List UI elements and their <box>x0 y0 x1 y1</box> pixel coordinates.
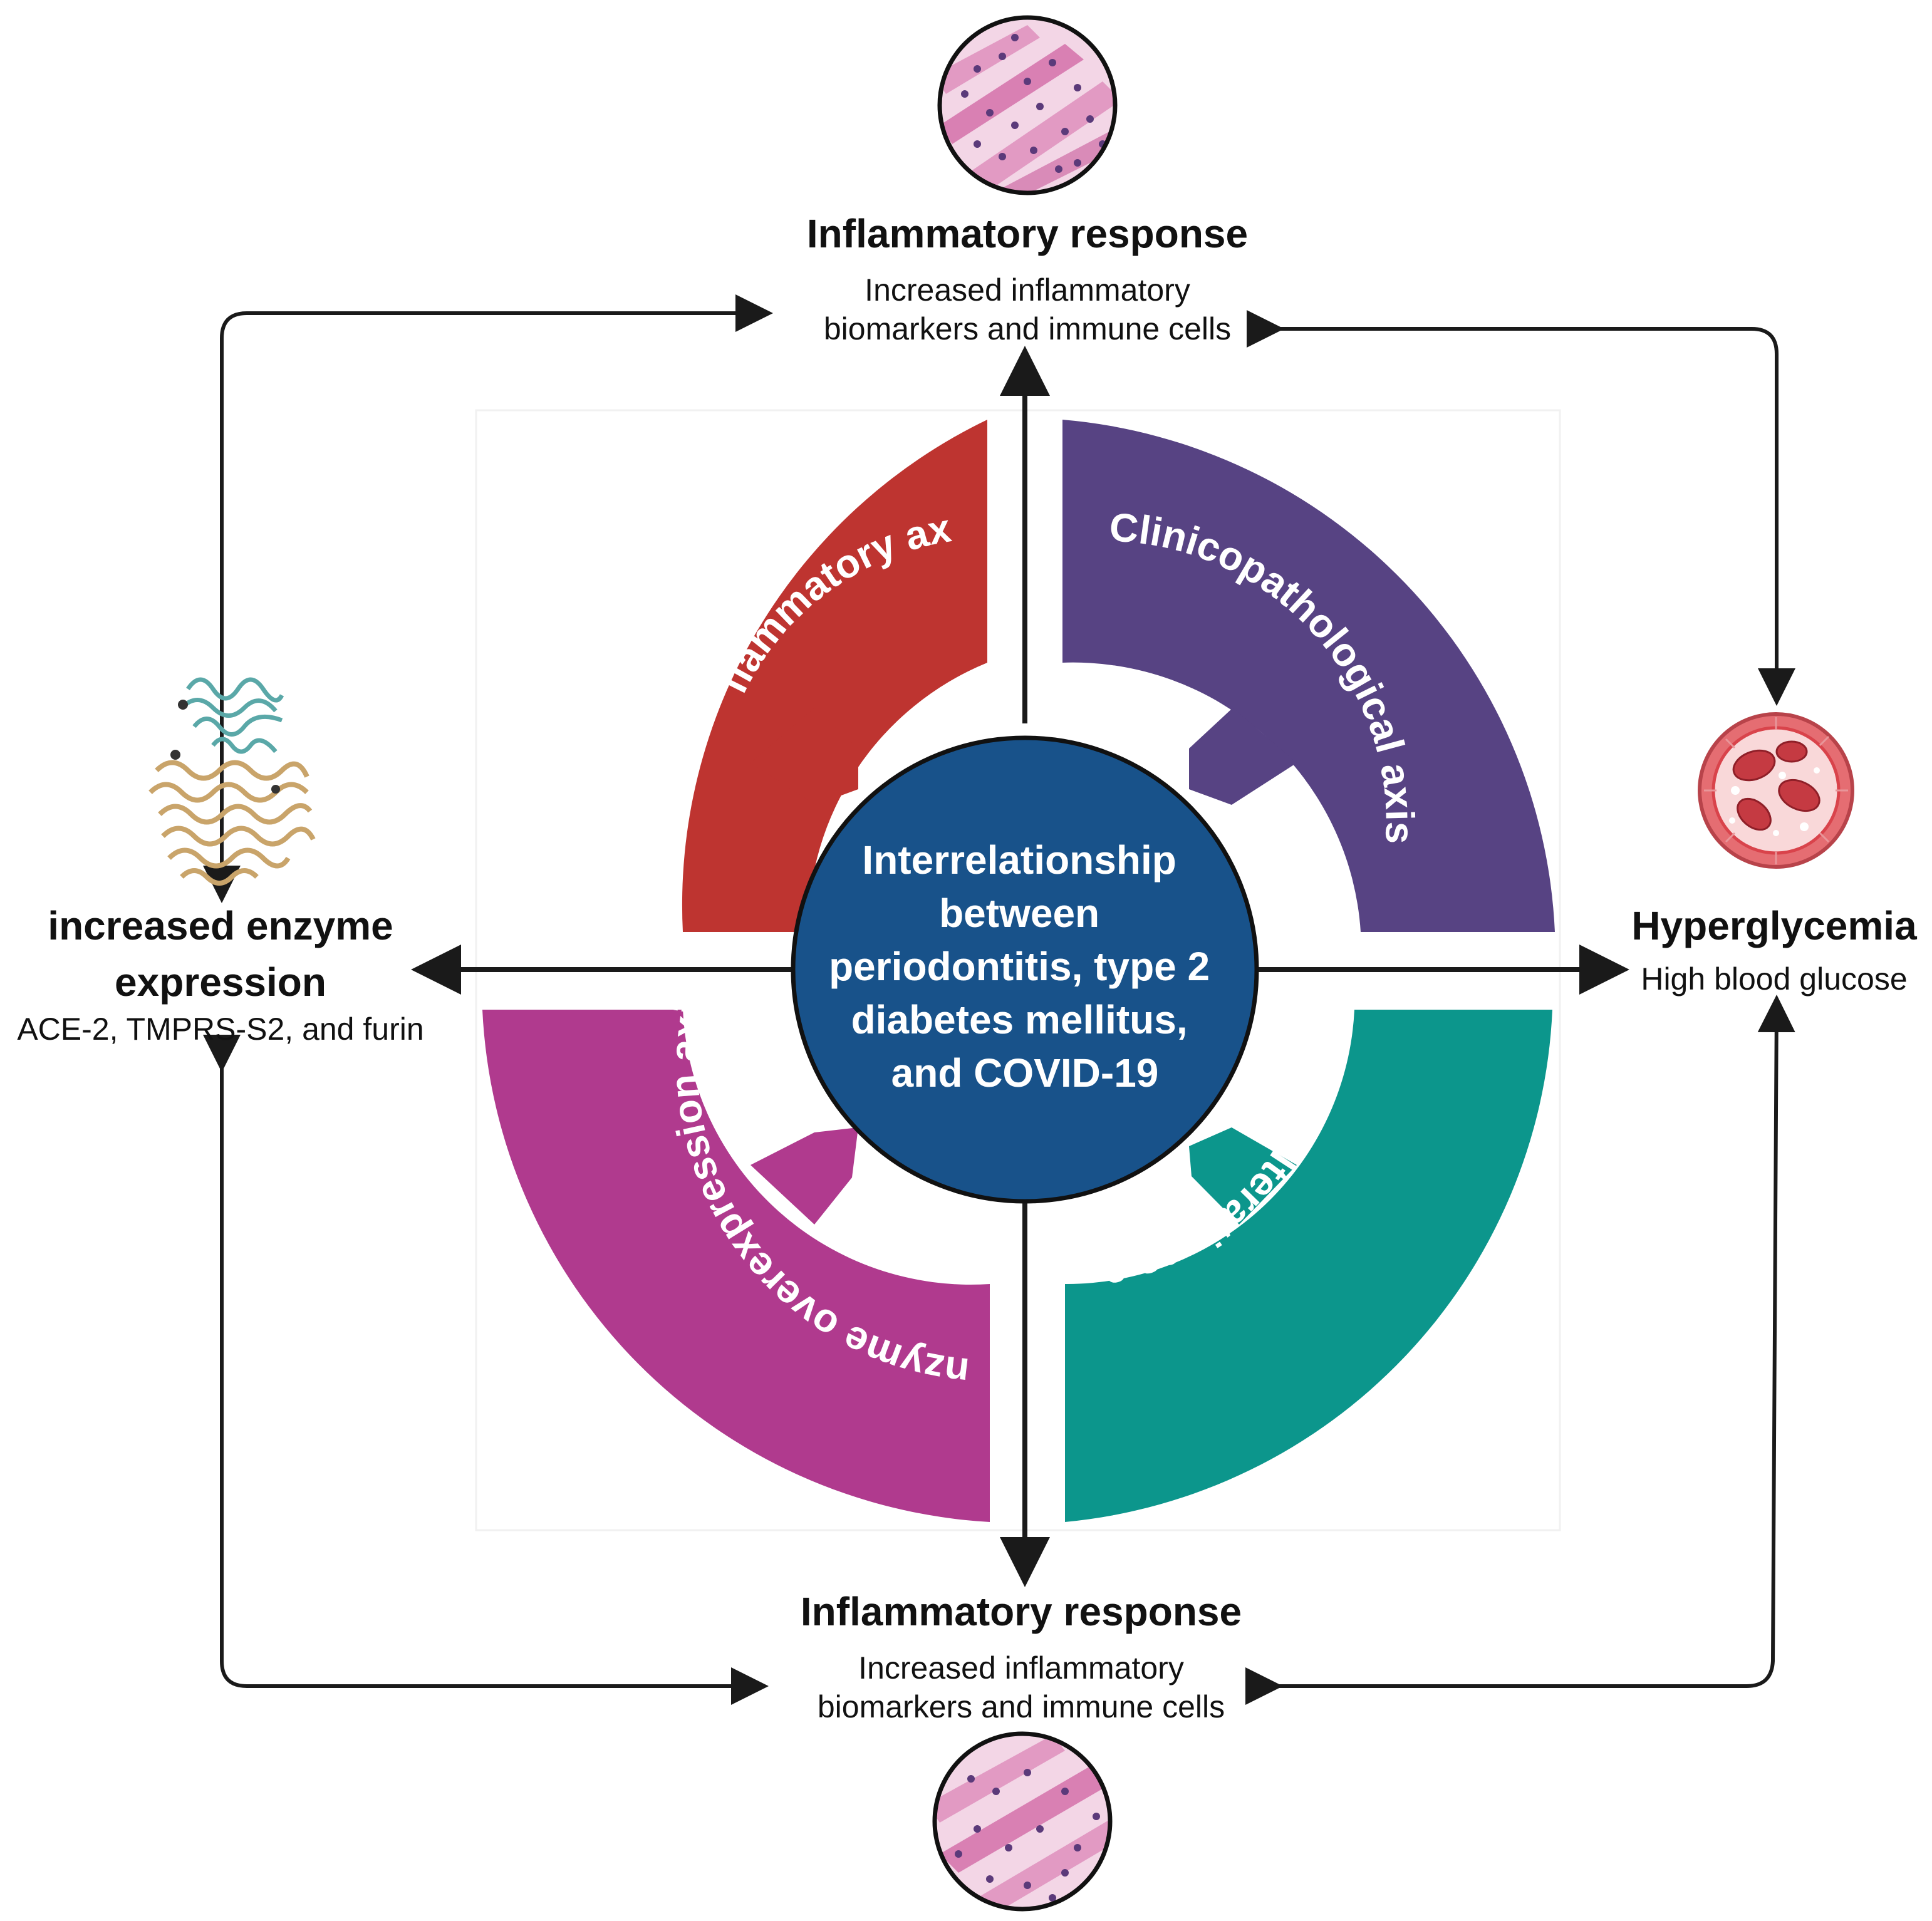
left-title-line-1: increased enzyme <box>48 903 393 948</box>
connector-top-right <box>1247 310 1795 706</box>
center-circle <box>791 735 1259 1204</box>
inflammatory-axis-segment <box>682 420 987 932</box>
left-subtitle: ACE-2, TMPRS-S2, and furin <box>17 1012 423 1047</box>
enzyme-protein-structure-icon <box>148 677 316 886</box>
top-title: Inflammatory response <box>807 211 1248 256</box>
top-line-1: Increased inflammatory <box>865 272 1190 308</box>
blood-vessel-cross-section-icon <box>1698 712 1854 869</box>
center-line-2: between <box>939 891 1099 936</box>
right-subtitle: High blood glucose <box>1641 961 1907 997</box>
top-line-2: biomarkers and immune cells <box>824 311 1231 346</box>
right-title: Hyperglycemia <box>1631 903 1917 948</box>
connector-bottom-left <box>203 1035 769 1705</box>
bottom-line-2: biomarkers and immune cells <box>818 1689 1225 1724</box>
center-text: Interrelationship between periodontitis,… <box>829 837 1221 1095</box>
tissue-histology-icon <box>937 15 1118 195</box>
bottom-title: Inflammatory response <box>801 1589 1242 1634</box>
connector-bottom-right <box>1245 995 1795 1705</box>
center-line-3: periodontitis, type 2 <box>829 944 1210 989</box>
bottom-line-1: Increased inflammatory <box>858 1650 1184 1685</box>
center-line-1: Interrelationship <box>862 837 1176 883</box>
center-line-4: diabetes mellitus, <box>851 997 1188 1042</box>
connector-top-left <box>220 294 773 896</box>
center-line-5: and COVID-19 <box>891 1050 1159 1095</box>
tissue-histology-icon <box>932 1731 1113 1912</box>
left-title-line-2: expression <box>115 960 326 1005</box>
